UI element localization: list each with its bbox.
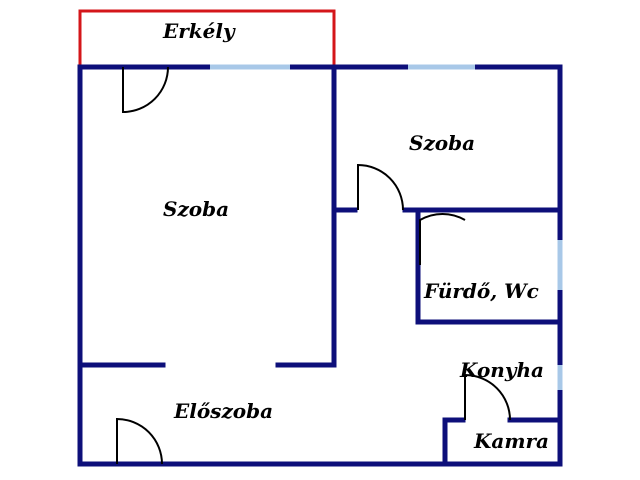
door-right-room bbox=[357, 163, 404, 211]
door-pantry bbox=[464, 373, 511, 421]
label-szoba-left: Szoba bbox=[163, 197, 229, 221]
label-konyha: Konyha bbox=[459, 358, 544, 382]
label-szoba-right: Szoba bbox=[409, 131, 475, 155]
label-furdo: Fürdő, Wc bbox=[423, 279, 539, 303]
windows bbox=[210, 64, 563, 390]
label-eloszoba: Előszoba bbox=[173, 399, 273, 423]
door-balcony bbox=[122, 66, 169, 114]
doors bbox=[116, 66, 511, 465]
walls bbox=[77, 64, 563, 467]
label-kamra: Kamra bbox=[473, 429, 549, 453]
balcony-outline bbox=[78, 9, 336, 67]
door-bathroom bbox=[419, 213, 466, 265]
label-erkely: Erkély bbox=[162, 19, 236, 43]
door-entrance bbox=[116, 417, 163, 465]
